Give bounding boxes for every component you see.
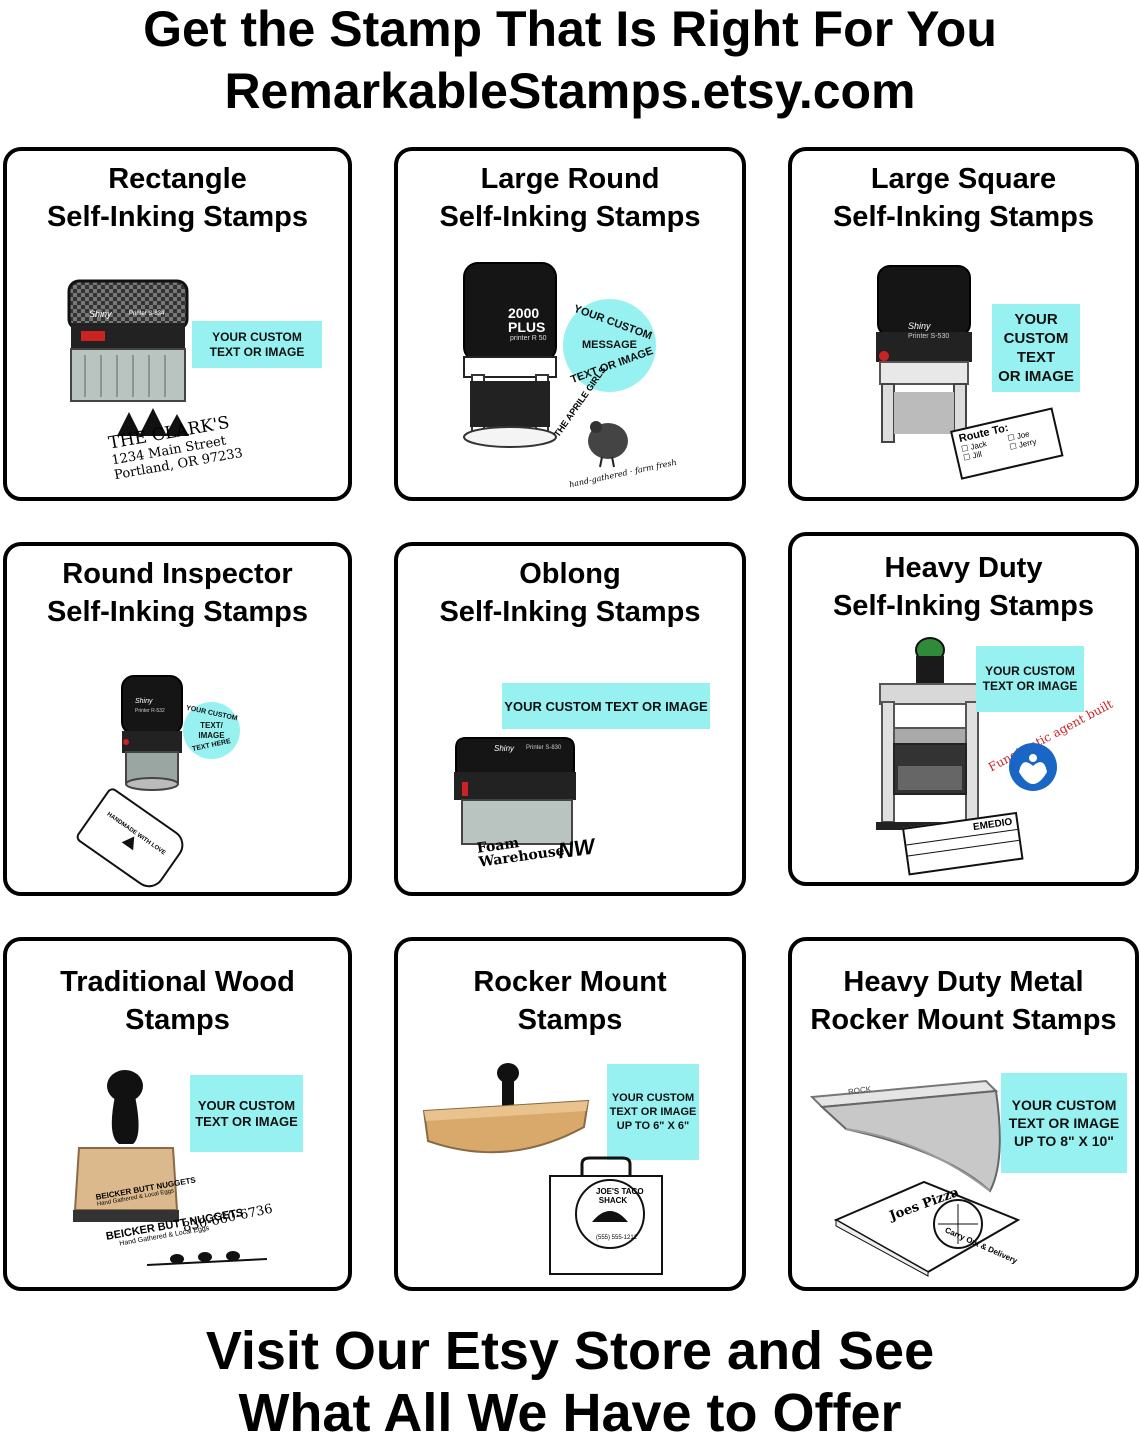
wood-stamp-icon — [73, 1070, 179, 1222]
footer-line-2: What All We Have to Offer — [238, 1383, 902, 1443]
taco-phone: (555) 555-1212 — [596, 1235, 638, 1241]
stamp-model: Printer S-530 — [908, 333, 950, 340]
trees-icon — [117, 408, 189, 436]
foam-logo: NW — [556, 833, 597, 864]
phone-impression: 830-660-6736 — [181, 1201, 275, 1236]
stamp-label: Shiny — [135, 698, 153, 705]
store-url[interactable]: RemarkableStamps.etsy.com — [224, 63, 916, 119]
stamp-model: printer R 50 — [510, 335, 547, 342]
hand-logo-icon — [1009, 743, 1057, 791]
chickens-icon — [146, 1251, 268, 1266]
page-title: Get the Stamp That Is Right For You — [143, 1, 997, 57]
round-stamp-icon — [463, 262, 557, 448]
shopping-bag-icon — [549, 1156, 663, 1275]
stamp-model: Printer S-834 — [129, 311, 165, 317]
rocker-stamp-icon — [422, 1063, 590, 1154]
rectangle-stamp-icon — [67, 279, 189, 402]
tag-impression: HANDMADE WITH LOVE — [74, 786, 190, 892]
oblong-stamp-icon — [454, 737, 576, 845]
stamp-label: Shiny — [494, 744, 515, 753]
metal-rocker-stamp-icon — [809, 1079, 1001, 1193]
bird-logo-icon — [569, 410, 643, 484]
stamp-model: Printer S-830 — [526, 745, 562, 751]
square-stamp-icon — [876, 265, 972, 443]
footer-line-1: Visit Our Etsy Store and See — [205, 1321, 935, 1381]
stamp-label: Shiny — [89, 309, 112, 319]
stamp-model: Printer R-532 — [135, 708, 165, 714]
heavy-duty-stamp-icon — [876, 637, 986, 830]
pizza-box-icon — [833, 1180, 1021, 1277]
custom-message-circle: YOUR CUSTOM MESSAGE TEXT OR IMAGE — [563, 299, 656, 392]
stamp-label: Shiny — [908, 321, 931, 331]
custom-text-box: YOUR CUSTOM TEXT OR IMAGE — [502, 683, 710, 729]
custom-text-circle: YOUR CUSTOM TEXT/ IMAGE TEXT HERE — [183, 702, 240, 759]
inspector-stamp-icon — [121, 675, 183, 791]
